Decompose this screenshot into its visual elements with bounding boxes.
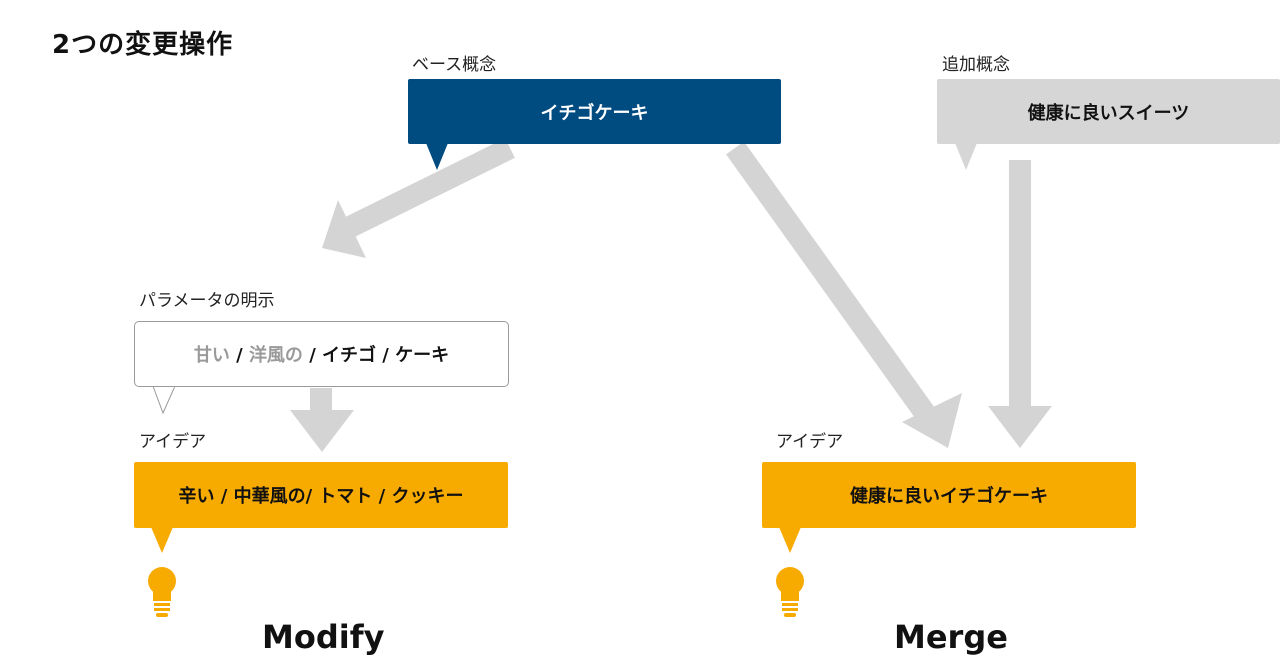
param-callout-tail <box>152 383 176 415</box>
base-concept-label: ベース概念 <box>412 55 497 75</box>
arrow-base-to-merge <box>726 141 962 448</box>
base-concept-text: イチゴケーキ <box>540 102 649 124</box>
base-callout-tail <box>426 143 448 170</box>
param-separator: / <box>229 345 249 366</box>
merge-idea-label: アイデア <box>776 432 844 452</box>
lightbulb-icon <box>148 567 176 617</box>
merge-idea-box: 健康に良いイチゴケーキ <box>762 462 1136 528</box>
lightbulb-icon <box>776 567 804 617</box>
merge-idea-text: 健康に良いイチゴケーキ <box>850 486 1048 507</box>
modify-idea-box: 辛い / 中華風の/ トマト / クッキー <box>134 462 508 528</box>
base-concept-box: イチゴケーキ <box>408 79 781 144</box>
extra-concept-text: 健康に良いスイーツ <box>1027 102 1190 124</box>
extra-concept-box: 健康に良いスイーツ <box>937 79 1280 144</box>
arrow-params-to-modify <box>290 388 354 452</box>
modify-idea-label: アイデア <box>139 432 207 452</box>
page-title: 2つの変更操作 <box>52 30 234 60</box>
modify-operation-label: Modify <box>262 618 385 656</box>
parameter-label: パラメータの明示 <box>139 291 275 311</box>
merge-operation-label: Merge <box>894 618 1008 656</box>
extra-callout-tail <box>955 143 977 170</box>
merge-idea-callout-tail <box>779 527 801 553</box>
modify-idea-callout-tail <box>151 527 173 553</box>
parameter-box: 甘い / 洋風の / イチゴ / ケーキ <box>134 321 509 387</box>
modify-idea-text: 辛い / 中華風の/ トマト / クッキー <box>178 486 464 507</box>
extra-concept-label: 追加概念 <box>942 55 1010 75</box>
param-western: 洋風の <box>248 345 303 366</box>
arrow-base-to-params <box>322 138 515 258</box>
arrow-extra-to-merge <box>988 160 1052 448</box>
param-rest: / イチゴ / ケーキ <box>302 345 450 366</box>
param-sweet: 甘い <box>193 345 230 366</box>
